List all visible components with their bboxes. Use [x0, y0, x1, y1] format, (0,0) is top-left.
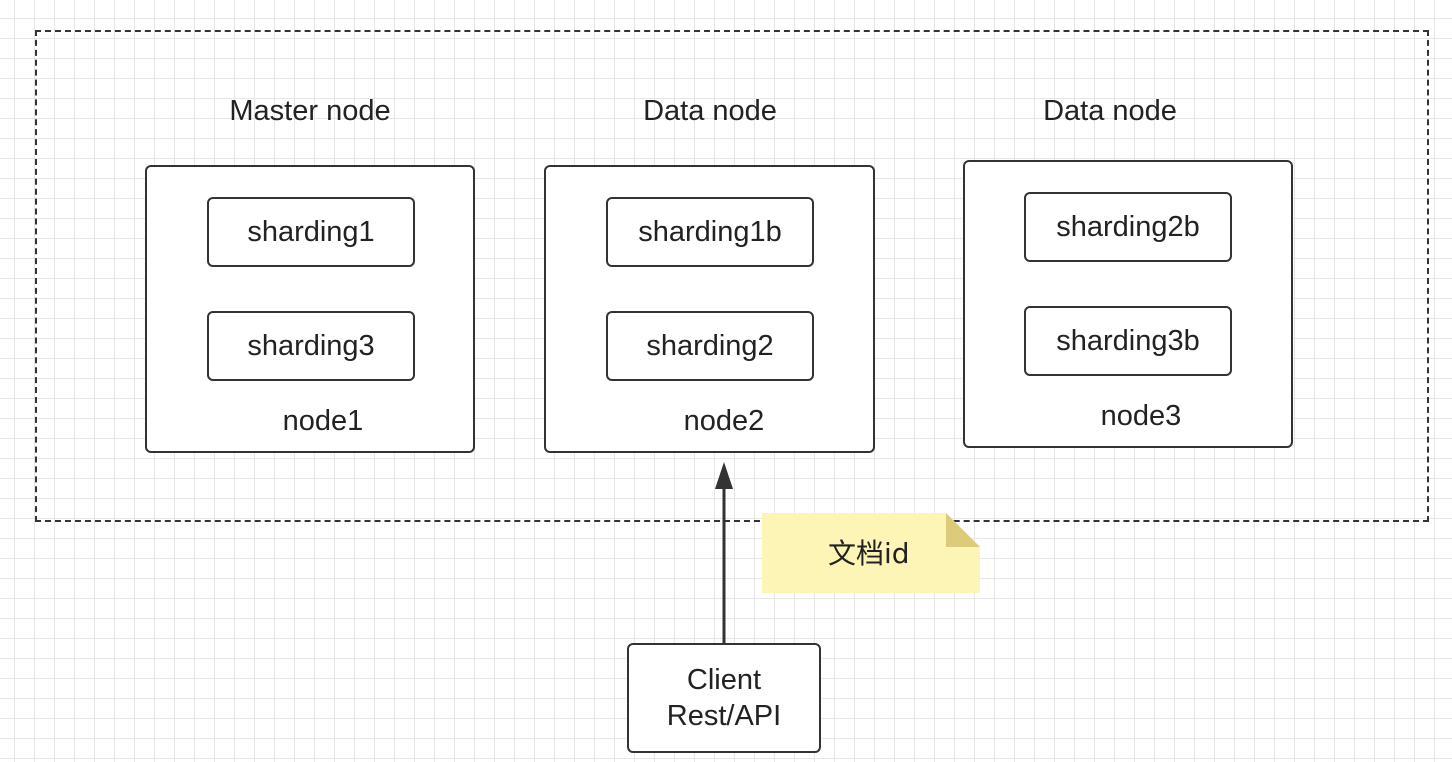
sticky-note	[762, 513, 980, 593]
node3-shard-1[interactable]: sharding2b	[1024, 192, 1232, 262]
node3-shard-2[interactable]: sharding3b	[1024, 306, 1232, 376]
node2-shard-2[interactable]: sharding2	[606, 311, 814, 381]
node1-shard-2[interactable]: sharding3	[207, 311, 415, 381]
node1-title: Master node	[229, 95, 391, 127]
client-box[interactable]: Client Rest/API	[627, 643, 821, 753]
client-line-1: Client	[686, 664, 762, 696]
node3-label: node3	[1100, 400, 1182, 432]
cluster-boundary	[35, 30, 1429, 522]
node2-label: node2	[683, 405, 765, 437]
node2-shard-1[interactable]: sharding1b	[606, 197, 814, 267]
client-line-2: Rest/API	[666, 700, 782, 732]
node1-label: node1	[282, 405, 364, 437]
node2-title: Data node	[643, 95, 777, 127]
node1-shard-1[interactable]: sharding1	[207, 197, 415, 267]
node3-title: Data node	[1043, 95, 1177, 127]
sticky-note-text: 文档id	[828, 537, 910, 570]
